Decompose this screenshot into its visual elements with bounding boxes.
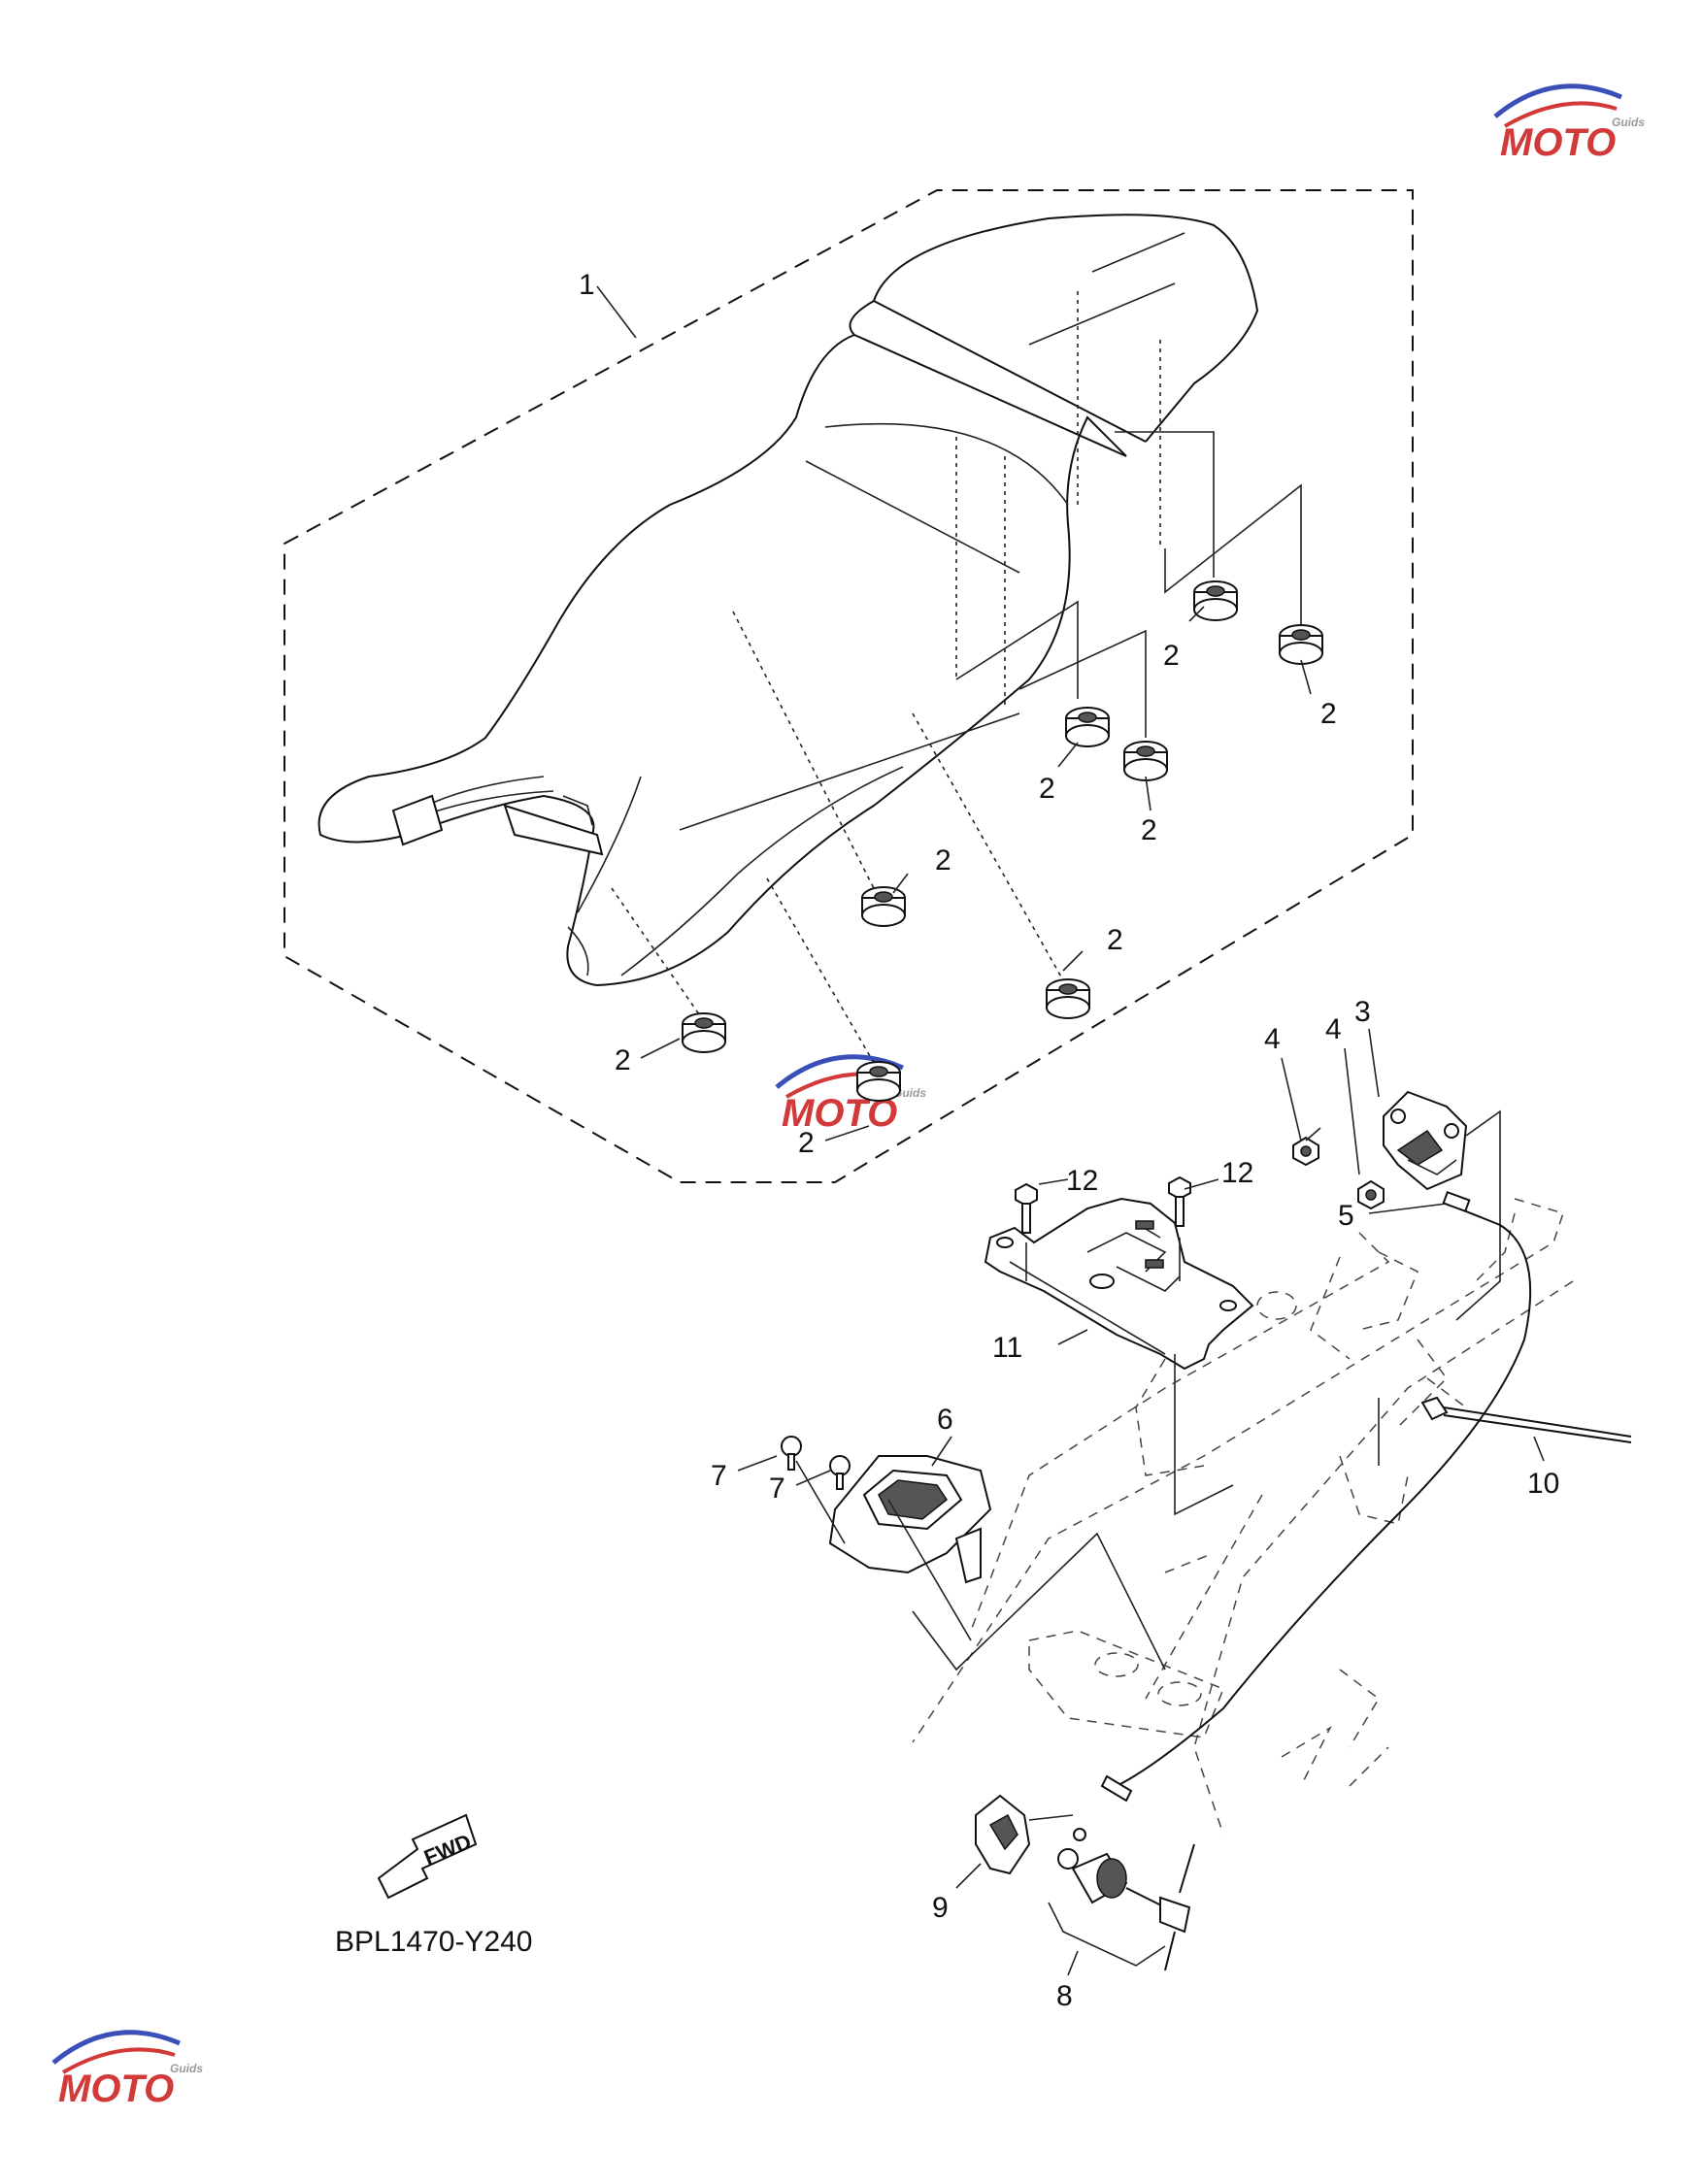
damper: [1279, 624, 1323, 665]
bolt: [1015, 1182, 1038, 1234]
screw: [829, 1455, 851, 1490]
watermark-logo-bottom-left: MOTO Guids: [51, 2030, 203, 2110]
damper: [1046, 978, 1090, 1019]
callout-2: 2: [1039, 773, 1055, 805]
callout-6: 6: [937, 1404, 953, 1436]
damper: [1123, 741, 1168, 781]
watermark-logo-center: MOTO Guids: [775, 1054, 926, 1135]
callout-labels: 1 2 2 2 2 2 2 2 2 2 3 4 4 5 6 7 7 8 9 10…: [579, 269, 1559, 2012]
watermark-text: MOTO: [58, 2068, 174, 2110]
callout-2: 2: [1320, 698, 1337, 730]
long-bolt: [1420, 1396, 1632, 1443]
callout-4: 4: [1325, 1013, 1342, 1045]
seat-assembly-boundary: [284, 189, 1414, 1183]
watermark-text: MOTO: [1500, 121, 1616, 164]
document-holder: [828, 1455, 992, 1584]
callout-3: 3: [1354, 996, 1371, 1028]
seat-lock: [1383, 1090, 1501, 1321]
lock-nut: [1357, 1179, 1385, 1210]
callout-2: 2: [1141, 814, 1157, 846]
damper: [856, 1061, 901, 1102]
lock-cover: [975, 1794, 1074, 1875]
watermark-subtext: Guids: [893, 1086, 926, 1100]
seat-lock-cable: [1100, 1190, 1532, 1803]
forward-arrow: FWD: [377, 1813, 478, 1900]
callout-2: 2: [935, 844, 951, 877]
diagram-code: BPL1470-Y240: [335, 1926, 533, 1958]
fwd-label: FWD: [420, 1829, 475, 1870]
callout-9: 9: [932, 1892, 949, 1924]
screw: [781, 1436, 802, 1471]
callout-7: 7: [711, 1460, 727, 1492]
callout-2: 2: [1107, 924, 1123, 956]
callout-12: 12: [1066, 1165, 1098, 1197]
seat-bracket: [984, 1197, 1254, 1371]
callout-11: 11: [992, 1332, 1022, 1364]
callout-2: 2: [1163, 640, 1180, 672]
callout-2: 2: [798, 1127, 815, 1159]
rear-frame: [912, 1198, 1574, 1836]
seat-dampers: [611, 291, 1323, 1102]
watermark-subtext: Guids: [1612, 116, 1645, 129]
callout-7: 7: [769, 1473, 785, 1505]
damper: [1065, 707, 1110, 747]
watermark-logo-top-right: MOTO Guids: [1493, 83, 1645, 164]
lock-nut: [1292, 1136, 1319, 1167]
damper: [682, 1012, 726, 1053]
damper: [861, 886, 906, 927]
callout-2: 2: [615, 1044, 631, 1076]
callout-10: 10: [1527, 1468, 1559, 1500]
leader-lines: [596, 285, 1545, 1976]
lock-cylinder: [1057, 1828, 1195, 1971]
seat: [317, 214, 1259, 987]
damper: [1193, 580, 1238, 621]
callout-12: 12: [1221, 1157, 1253, 1189]
callout-5: 5: [1338, 1200, 1354, 1232]
callout-1: 1: [579, 269, 595, 301]
callout-4: 4: [1264, 1023, 1281, 1055]
watermark-subtext: Guids: [170, 2062, 203, 2075]
callout-8: 8: [1056, 1980, 1073, 2012]
bolt: [1168, 1175, 1191, 1227]
